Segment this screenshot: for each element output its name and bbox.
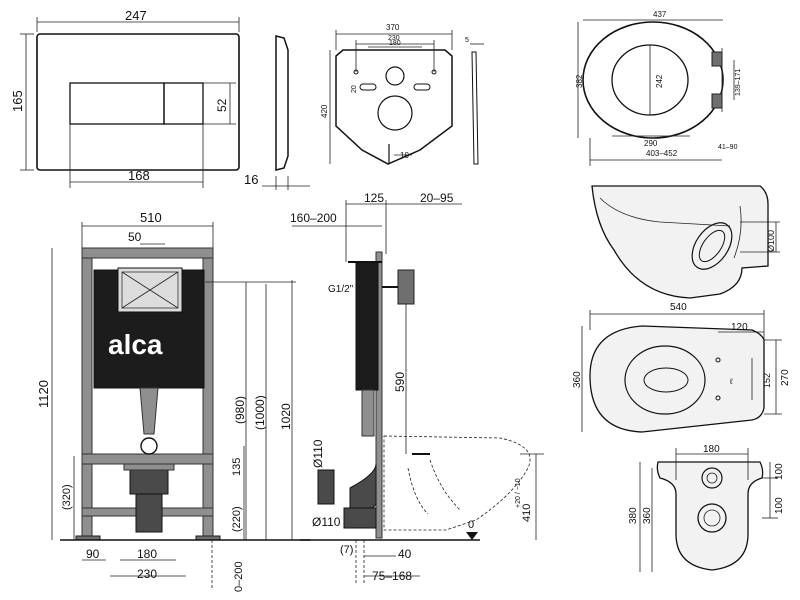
- dim-button-width: 168: [128, 168, 150, 183]
- mounting-bracket: 370 230 180 420 20 10 5: [320, 23, 484, 165]
- dim-bowl-length: 540: [670, 302, 687, 313]
- dim-frame-980: (980): [233, 396, 247, 424]
- dim-hole-spacing: 230: [388, 35, 400, 42]
- dim-plate-height: 165: [10, 90, 25, 112]
- dim-bottom-h1: 380: [628, 507, 639, 524]
- dim-bracket-width: 370: [386, 23, 400, 32]
- dim-frame-0-200: 0–200: [233, 561, 245, 592]
- dim-seat-depth: 382: [575, 74, 584, 88]
- frame-front-view: alca 510 50 1120 (980) (1000) 1020 (320): [36, 210, 310, 592]
- dim-side-7: (7): [340, 544, 353, 556]
- dim-side-75-168: 75–168: [372, 569, 412, 583]
- flush-plate-front: 247 165 168 52: [10, 8, 240, 188]
- dim-frame-width: 510: [140, 210, 162, 225]
- dim-bracket-height: 420: [320, 104, 329, 118]
- dim-frame-135: 135: [231, 458, 243, 476]
- dim-seat-inner: 242: [655, 74, 664, 88]
- dim-button-height: 52: [215, 98, 229, 112]
- dim-frame-230: 230: [137, 567, 157, 581]
- dim-side-410: 410: [521, 504, 533, 522]
- dim-bottom-gap: 10: [400, 151, 409, 160]
- flush-plate-side: 16: [244, 35, 310, 190]
- dim-frame-1020: 1020: [279, 403, 293, 430]
- dim-bottom-d1: 100: [774, 463, 785, 480]
- dim-side-pipe-bottom: Ø110: [312, 515, 341, 529]
- dim-plate-depth: 16: [244, 172, 258, 187]
- bowl-side-view: Ø100: [591, 185, 780, 299]
- dim-side-590: 590: [393, 372, 407, 392]
- dim-frame-offset: 50: [128, 230, 142, 244]
- dim-side-tolerance: +20 / −10: [515, 478, 522, 508]
- dim-frame-foot: 90: [86, 547, 100, 561]
- dim-bowl-width: 360: [572, 371, 583, 388]
- dim-side-40: 40: [398, 547, 412, 561]
- dim-plate-width: 247: [125, 8, 147, 23]
- dim-frame-180: 180: [137, 547, 157, 561]
- dim-bottom-width: 180: [703, 444, 720, 455]
- frame-side-view: 160–200 125 20–95 G1/2" 590 Ø110 Ø110 41…: [290, 191, 544, 584]
- dim-bowl-rear: 120: [731, 322, 748, 333]
- dim-slot-height: 20: [351, 85, 358, 93]
- dim-frame-1000: (1000): [253, 395, 267, 430]
- dim-side-160-200: 160–200: [290, 211, 337, 225]
- dim-slot-spacing: 180: [389, 40, 401, 47]
- dim-frame-220: (220): [231, 506, 243, 532]
- dim-side-125: 125: [364, 191, 384, 205]
- dim-bowl-holes-inner: 152: [762, 373, 772, 388]
- dim-bowl-outlet: Ø100: [766, 230, 776, 252]
- dim-bottom-h2: 360: [642, 507, 653, 524]
- dim-frame-320: (320): [61, 484, 73, 510]
- label-thread: G1/2": [328, 284, 354, 295]
- dim-frame-height: 1120: [36, 380, 51, 408]
- dim-seat-width: 437: [653, 10, 667, 19]
- seat-top-view: 437 382 242 139–171 290 403–452 41–90: [575, 10, 742, 166]
- dim-side-20-95: 20–95: [420, 191, 454, 205]
- label-zero: 0: [468, 519, 474, 531]
- bowl-top-view: ℓ 540 120 360 270 152: [572, 302, 791, 433]
- dim-seat-span: 290: [644, 139, 658, 148]
- bowl-bottom-view: 180 380 360 100 100: [628, 444, 785, 572]
- dim-bowl-holes: 270: [780, 369, 791, 386]
- dim-bottom-d2: 100: [774, 497, 785, 514]
- svg-text:ℓ: ℓ: [729, 377, 733, 386]
- dim-bracket-thickness: 5: [465, 37, 469, 44]
- brand-logo: alca: [108, 329, 163, 360]
- dim-seat-range: 403–452: [646, 149, 678, 158]
- dim-seat-offset: 41–90: [718, 144, 738, 151]
- dim-side-pipe-top: Ø110: [311, 439, 325, 468]
- dim-seat-hinge: 139–171: [735, 69, 742, 96]
